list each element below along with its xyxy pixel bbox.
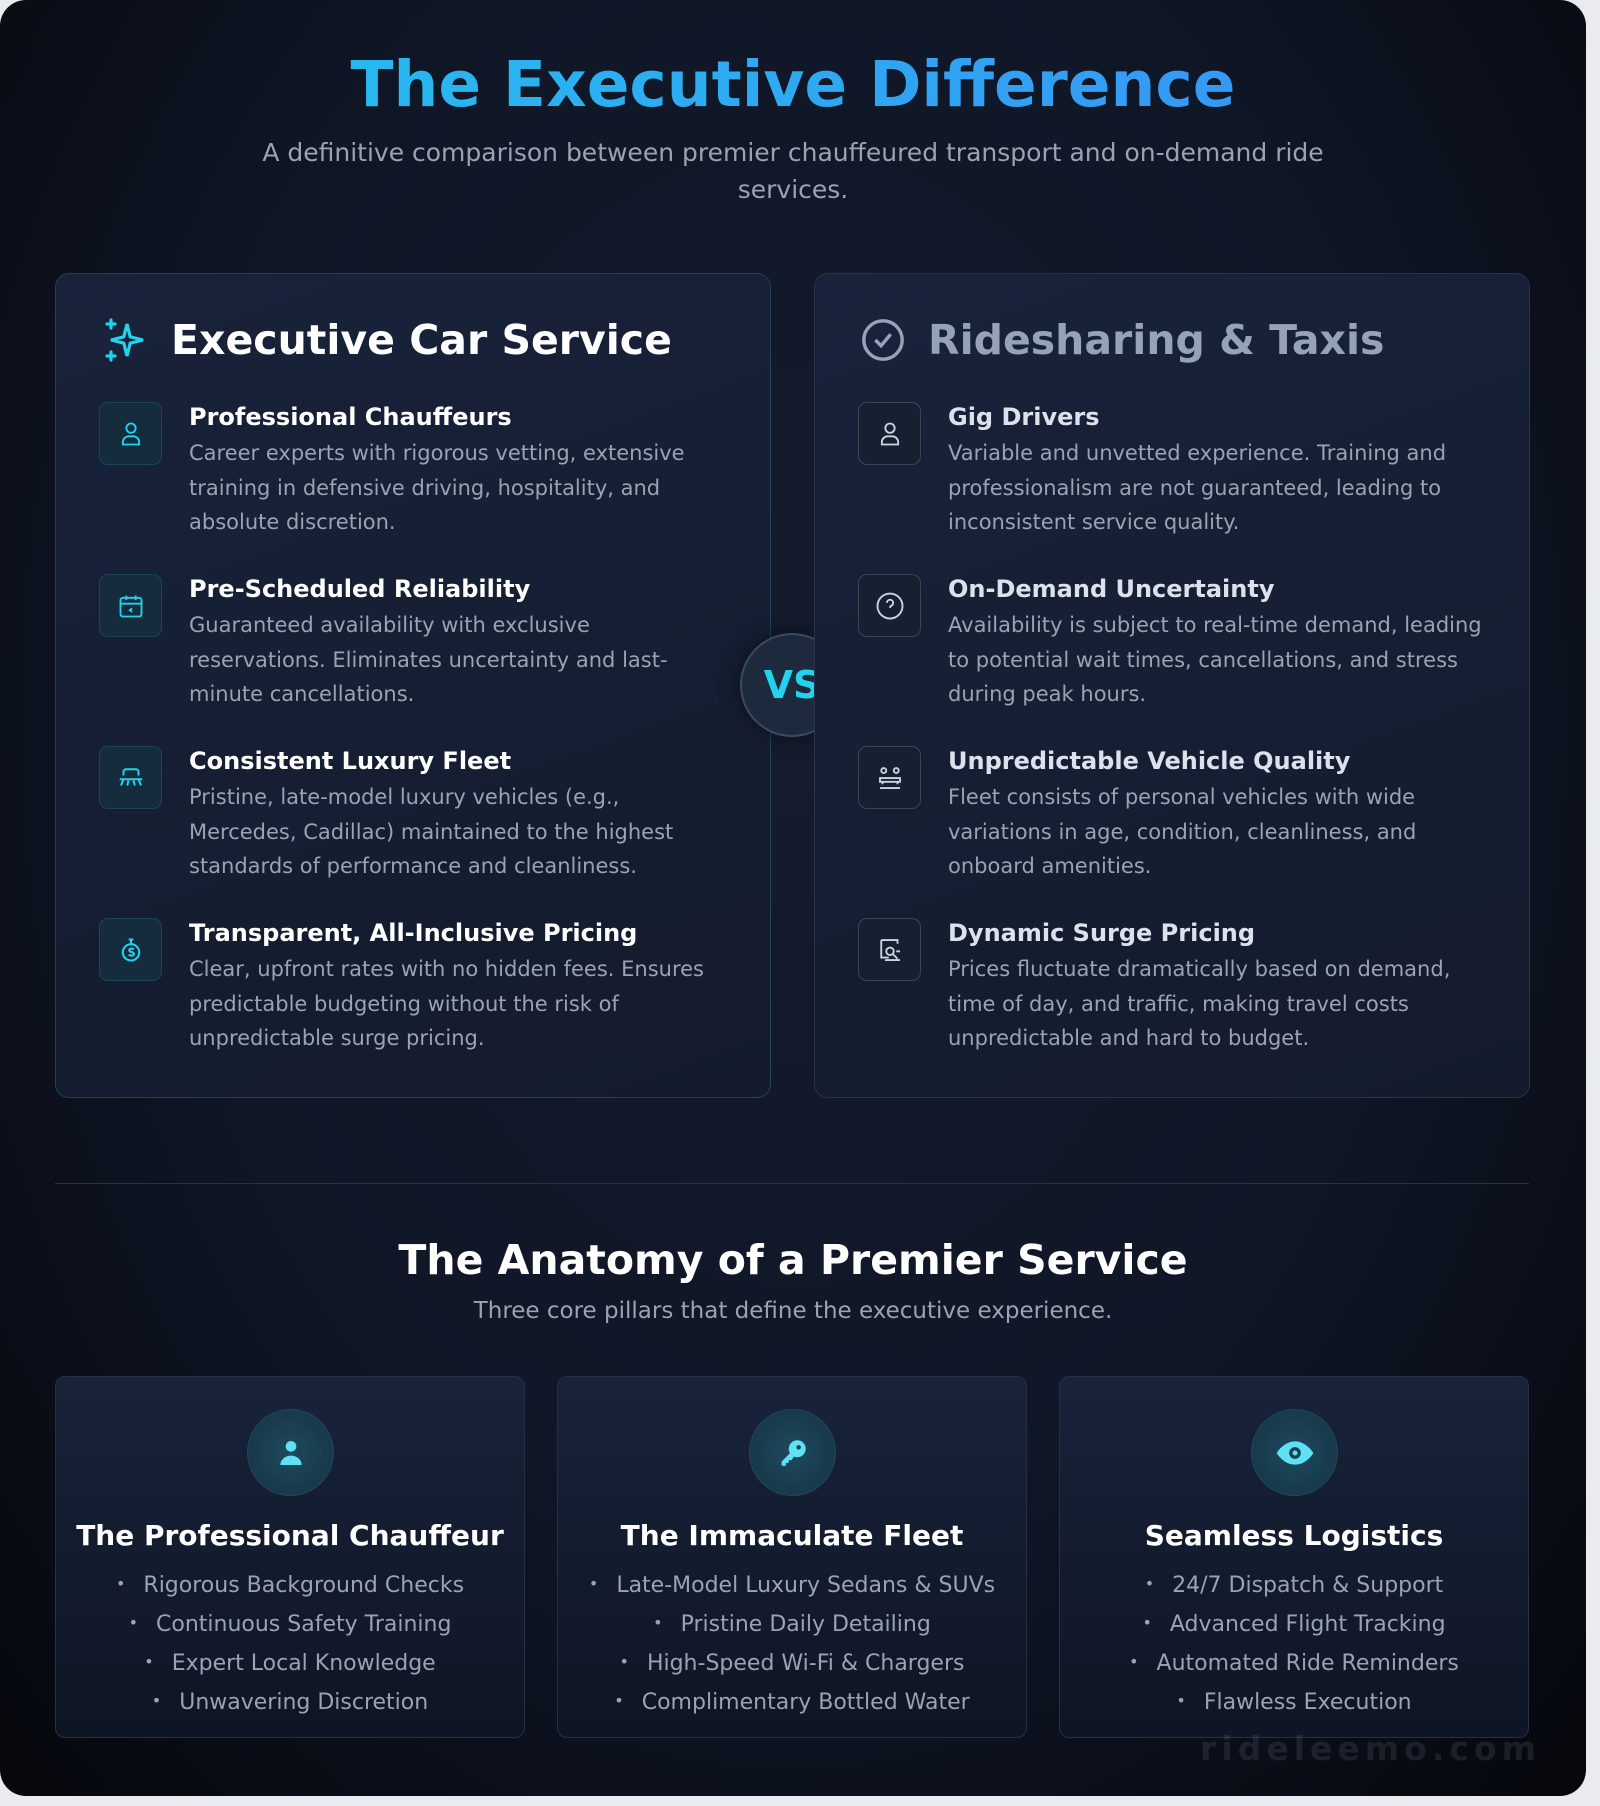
car-icon [119, 767, 142, 786]
surge-price-icon [879, 938, 900, 961]
section-divider [55, 1183, 1529, 1184]
question-circle-icon [876, 592, 903, 619]
pillar-card: Seamless Logistics 24/7 Dispatch & Suppo… [1059, 1376, 1529, 1738]
watermark: rideleemo.com [1200, 1729, 1541, 1768]
user-icon [880, 422, 899, 445]
page-subtitle: A definitive comparison between premier … [262, 138, 1324, 204]
pillar-card: The Immaculate Fleet Late-Model Luxury S… [557, 1376, 1027, 1738]
executive-panel: Executive Car Service Professional Chauf… [55, 273, 771, 1098]
section-subtitle: Three core pillars that define the execu… [473, 1298, 1113, 1324]
key-icon [781, 1439, 806, 1466]
vehicle-icon [878, 766, 901, 789]
pillar-card: The Professional Chauffeur Rigorous Back… [55, 1376, 525, 1738]
page-title: The Executive Difference [0, 48, 1586, 121]
person-icon [279, 1440, 302, 1465]
panel-title: Executive Car Service [171, 316, 672, 364]
check-circle-icon [862, 319, 904, 361]
section-title: The Anatomy of a Premier Service [398, 1236, 1188, 1284]
eye-icon [1276, 1440, 1313, 1465]
dollar-coin-icon [121, 937, 140, 962]
user-badge-icon [121, 422, 140, 445]
calendar-icon [119, 595, 142, 617]
panel-title: Ridesharing & Taxis [928, 316, 1385, 364]
sparkles-icon [105, 318, 144, 362]
